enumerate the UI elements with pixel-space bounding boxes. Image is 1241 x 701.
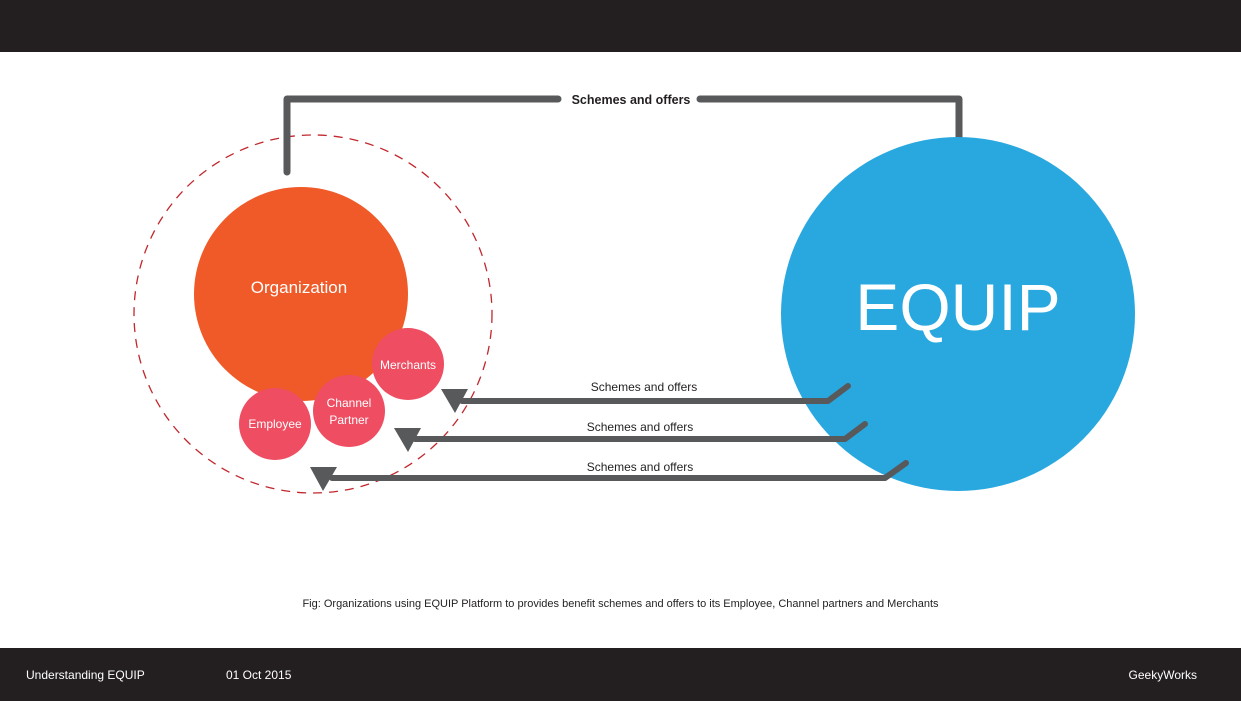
footer-company: GeekyWorks — [1128, 668, 1197, 682]
top-arrow-right-segment — [696, 95, 963, 156]
return-arrow-1-label: Schemes and offers — [591, 380, 698, 394]
organization-boundary-ring — [133, 134, 493, 494]
employee-label: Employee — [248, 417, 302, 431]
merchants-circle — [372, 328, 444, 400]
return-arrow-1-line — [459, 383, 851, 404]
top-arrow-label: Schemes and offers — [572, 93, 691, 107]
return-arrow-2-line — [412, 421, 868, 442]
return-arrow-2-label: Schemes and offers — [587, 420, 694, 434]
employee-circle — [239, 388, 311, 460]
footer-title: Understanding EQUIP — [26, 668, 145, 682]
return-arrow-3-line — [329, 460, 909, 481]
return-arrow-3-label: Schemes and offers — [587, 460, 694, 474]
top-bar — [0, 0, 1241, 52]
channel-partner-circle — [313, 375, 385, 447]
figure-caption: Fig: Organizations using EQUIP Platform … — [302, 598, 939, 610]
return-arrow-2-head — [394, 428, 421, 452]
equip-circle — [781, 137, 1135, 491]
organization-circle — [194, 187, 408, 401]
channel-partner-label-line1: Channel — [327, 396, 372, 410]
footer-date: 01 Oct 2015 — [226, 668, 292, 682]
channel-partner-label-line2: Partner — [329, 413, 368, 427]
return-arrow-1-head — [441, 389, 468, 413]
return-arrow-3-head — [310, 467, 337, 491]
top-arrow-left-segment — [283, 95, 562, 176]
footer-bar: Understanding EQUIP 01 Oct 2015 GeekyWor… — [0, 648, 1241, 701]
organization-label: Organization — [251, 278, 347, 297]
merchants-label: Merchants — [380, 358, 436, 372]
equip-label: EQUIP — [855, 270, 1060, 344]
